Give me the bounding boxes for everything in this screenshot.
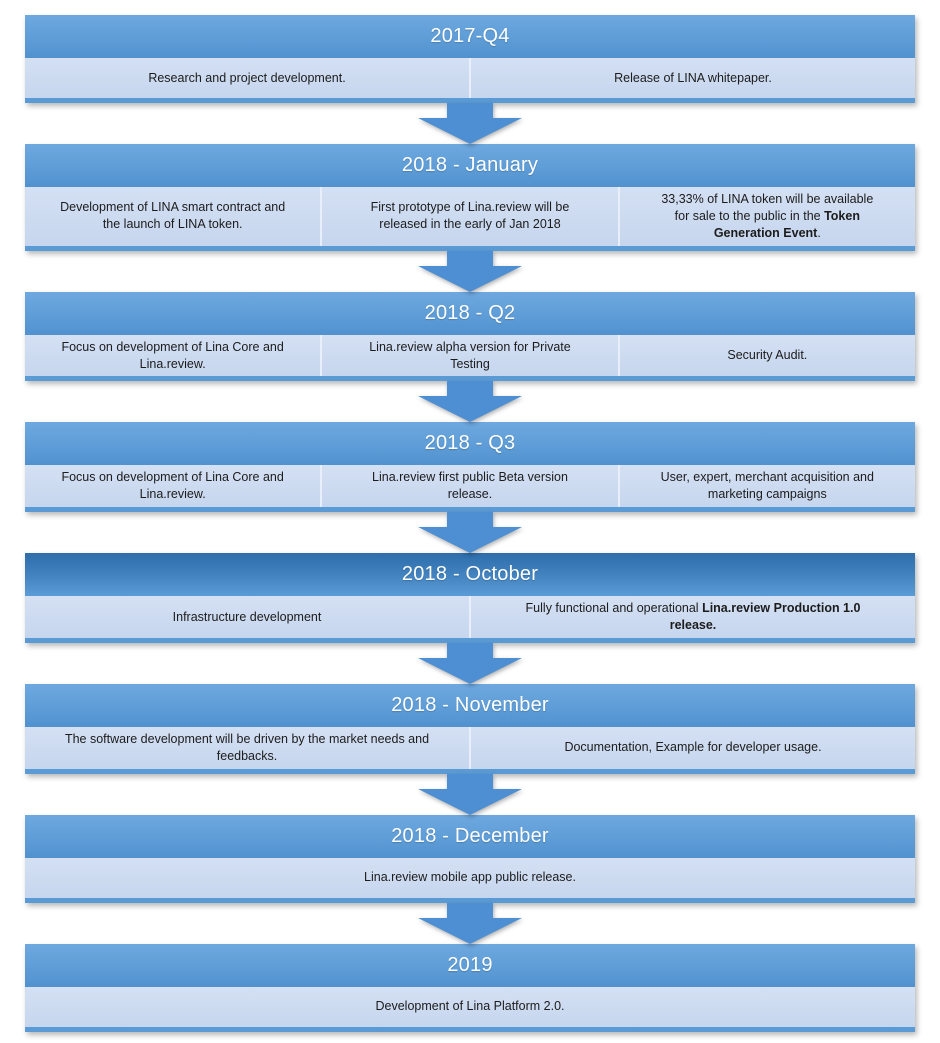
stage-title: 2018 - December xyxy=(25,814,915,858)
milestone-cell: User, expert, merchant acquisition and m… xyxy=(617,465,915,508)
down-arrow-icon xyxy=(25,381,915,423)
stage-2018-january: 2018 - January Development of LINA smart… xyxy=(25,144,915,251)
stage-2018-q3: 2018 - Q3 Focus on development of Lina C… xyxy=(25,422,915,513)
down-arrow-icon xyxy=(25,512,915,554)
stage-row: Research and project development. Releas… xyxy=(25,58,915,98)
milestone-cell: First prototype of Lina.review will be r… xyxy=(320,187,618,246)
milestone-cell: Lina.review alpha version for Private Te… xyxy=(320,334,618,377)
stage-2018-q2: 2018 - Q2 Focus on development of Lina C… xyxy=(25,291,915,382)
milestone-cell: The software development will be driven … xyxy=(25,726,469,769)
stage-title: 2018 - Q3 xyxy=(25,422,915,466)
stage-row: Focus on development of Lina Core and Li… xyxy=(25,334,915,377)
milestone-cell: Release of LINA whitepaper. xyxy=(469,58,915,98)
milestone-cell: Development of Lina Platform 2.0. xyxy=(25,986,915,1027)
down-arrow-icon xyxy=(25,642,915,684)
milestone-cell: Focus on development of Lina Core and Li… xyxy=(25,334,321,377)
milestone-cell: Security Audit. xyxy=(617,334,915,377)
stage-row: Focus on development of Lina Core and Li… xyxy=(25,465,915,508)
milestone-cell: Documentation, Example for developer usa… xyxy=(469,726,915,769)
stage-2018-december: 2018 - December Lina.review mobile app p… xyxy=(25,814,915,903)
stage-row: Infrastructure development Fully functio… xyxy=(25,596,915,638)
milestone-cell: Fully functional and operational Lina.re… xyxy=(469,596,915,638)
down-arrow-icon xyxy=(25,902,915,944)
milestone-cell: Lina.review first public Beta version re… xyxy=(320,465,618,508)
stage-2018-october: 2018 - October Infrastructure developmen… xyxy=(25,553,915,643)
down-arrow-icon xyxy=(25,773,915,815)
stage-2017-q4: 2017-Q4 Research and project development… xyxy=(25,15,915,103)
milestone-cell: Development of LINA smart contract and t… xyxy=(25,187,321,246)
stage-title: 2018 - October xyxy=(25,553,915,597)
milestone-cell: 33,33% of LINA token will be available f… xyxy=(617,187,915,246)
stage-title: 2018 - January xyxy=(25,144,915,187)
stage-2018-november: 2018 - November The software development… xyxy=(25,683,915,774)
down-arrow-icon xyxy=(25,103,915,144)
milestone-cell: Lina.review mobile app public release. xyxy=(25,857,915,898)
stage-title: 2019 xyxy=(25,943,915,987)
stage-title: 2017-Q4 xyxy=(25,15,915,58)
stage-row: Development of Lina Platform 2.0. xyxy=(25,986,915,1027)
stage-row: The software development will be driven … xyxy=(25,726,915,769)
stage-row: Development of LINA smart contract and t… xyxy=(25,187,915,246)
milestone-cell: Research and project development. xyxy=(25,58,469,98)
milestone-cell: Focus on development of Lina Core and Li… xyxy=(25,465,321,508)
stage-title: 2018 - November xyxy=(25,683,915,727)
stage-row: Lina.review mobile app public release. xyxy=(25,857,915,898)
stage-2019: 2019 Development of Lina Platform 2.0. xyxy=(25,943,915,1032)
down-arrow-icon xyxy=(25,250,915,292)
milestone-cell: Infrastructure development xyxy=(25,596,469,638)
stage-title: 2018 - Q2 xyxy=(25,291,915,335)
